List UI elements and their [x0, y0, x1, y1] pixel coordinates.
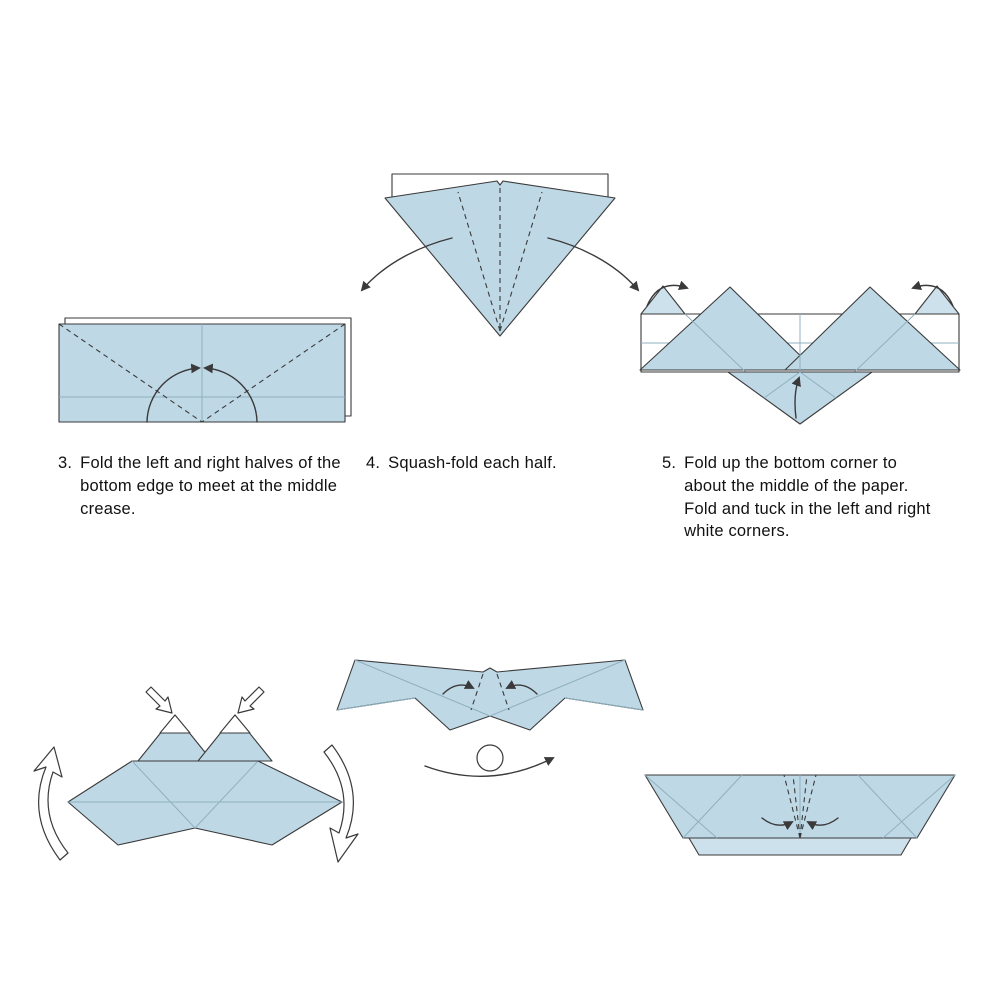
point-crease-right: [799, 371, 837, 399]
crease-left: [354, 659, 491, 717]
wing-right: [784, 286, 961, 371]
crease-right: [489, 659, 626, 717]
step3-caption: 3. Fold the left and right halves of the…: [58, 452, 346, 520]
valley-fold-left: [58, 323, 203, 423]
open-arrow-right: [547, 237, 640, 292]
fold-up-arrow: [791, 376, 801, 419]
corner-flap-left: [640, 285, 686, 315]
fold-arrow-left: [146, 363, 201, 423]
corner-flap-right: [914, 285, 960, 315]
crease-end-right: [564, 697, 644, 711]
step5-caption: 5. Fold up the bottom corner to about th…: [662, 452, 944, 543]
body-crease-left: [131, 760, 196, 829]
ear-right: [197, 714, 273, 762]
tuck-arrow-right: [911, 280, 954, 307]
base-strip: [688, 837, 912, 856]
diag-crease-left2: [682, 774, 743, 839]
tuck-arrow-left: [646, 280, 689, 307]
ear-left-white-tip: [159, 714, 191, 734]
diag-crease-right2: [857, 774, 918, 839]
pleat-arrow-left: [761, 817, 794, 831]
pleat-arrow-right: [806, 817, 839, 831]
spread-arrow-right: [505, 680, 538, 695]
ear-right-white-tip: [219, 714, 251, 734]
rotate-arrow-right: [323, 744, 359, 863]
push-arrow-left: [145, 686, 173, 714]
bottom-point: [727, 371, 873, 425]
spread-arrow-left: [442, 680, 475, 695]
fan-fold-3: [799, 774, 808, 839]
open-arrow-left: [360, 237, 453, 292]
step4-text: Squash-fold each half.: [388, 454, 557, 472]
final-fold-diagram: [644, 774, 956, 856]
valley-fold-right: [201, 323, 346, 423]
spread-fold-left: [470, 673, 484, 711]
step3-text: Fold the left and right halves of the bo…: [80, 454, 341, 518]
step5-fold-up-diagram: [639, 280, 961, 425]
step5-text: Fold up the bottom corner to about the m…: [684, 454, 931, 541]
wing-left: [639, 286, 816, 371]
body-shape: [67, 760, 343, 846]
spread-turn-over-diagram: [336, 659, 644, 777]
step4-caption: 4. Squash-fold each half.: [366, 452, 606, 475]
diag-crease-right: [882, 774, 956, 839]
squash-fold-right: [499, 191, 543, 332]
ear-left: [137, 714, 213, 762]
diag-crease-left: [644, 774, 718, 839]
wide-shape: [336, 659, 644, 731]
turn-over-arrow-icon: [424, 757, 555, 777]
fan-fold-4: [799, 774, 817, 839]
squash-fold-left: [457, 191, 501, 332]
turn-over-circle-icon: [476, 744, 504, 772]
fold-arrow-right: [203, 363, 258, 423]
rotate-arrow-left: [33, 746, 69, 861]
push-arrow-right: [237, 686, 265, 714]
fan-fold-1: [783, 774, 801, 839]
spread-fold-right: [496, 673, 510, 711]
step5-number: 5.: [662, 454, 677, 472]
crease-end-left: [336, 697, 416, 711]
kite-shape: [384, 180, 616, 337]
step3-number: 3.: [58, 454, 73, 472]
body-crease-right: [194, 760, 259, 829]
fan-fold-2: [792, 774, 801, 839]
step3-fold-diagram: [58, 317, 352, 423]
step4-squash-fold-diagram: [360, 173, 640, 337]
step4-number: 4.: [366, 454, 381, 472]
push-corners-diagram: [33, 686, 359, 863]
